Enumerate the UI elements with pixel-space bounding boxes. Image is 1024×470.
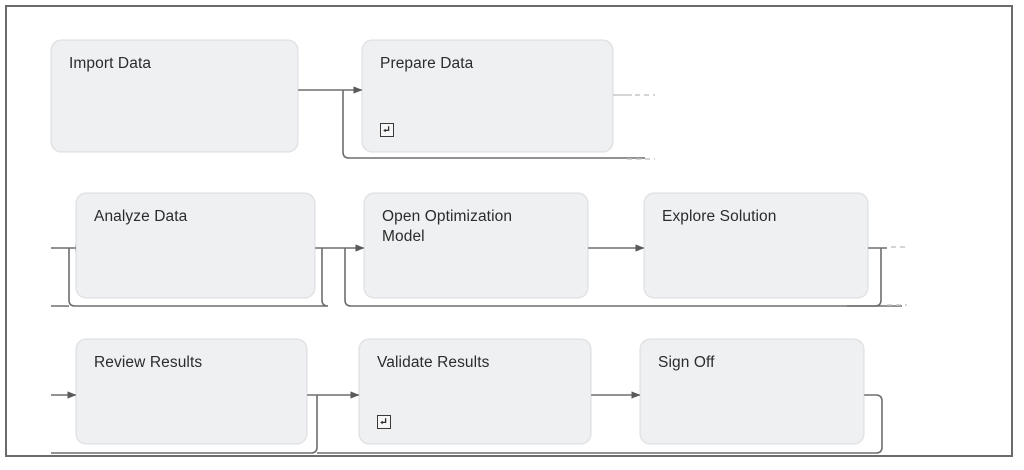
- connector-row2-left-return: [51, 248, 75, 306]
- node-label-open-optimization-model: Open Optimization Model: [382, 208, 513, 245]
- node-explore-solution[interactable]: Explore Solution: [644, 193, 868, 298]
- node-open-optimization-model[interactable]: Open Optimization Model: [364, 193, 588, 298]
- node-analyze-data[interactable]: Analyze Data: [76, 193, 315, 298]
- node-label-validate-results: Validate Results: [377, 354, 490, 371]
- node-prepare-data[interactable]: Prepare Data: [362, 40, 613, 152]
- node-label-prepare-data: Prepare Data: [380, 55, 474, 72]
- subprocess-icon[interactable]: [380, 123, 394, 137]
- diagram-canvas[interactable]: Import Data Prepare Data Analyze Data Op…: [7, 7, 1015, 459]
- node-import-data[interactable]: Import Data: [51, 40, 298, 152]
- node-label-import-data: Import Data: [69, 55, 152, 72]
- node-label-review-results: Review Results: [94, 354, 203, 371]
- node-validate-results[interactable]: Validate Results: [359, 339, 591, 444]
- node-label-sign-off: Sign Off: [658, 354, 715, 371]
- node-label-analyze-data: Analyze Data: [94, 208, 188, 225]
- diagram-frame: Import Data Prepare Data Analyze Data Op…: [5, 5, 1013, 457]
- node-label-explore-solution: Explore Solution: [662, 208, 777, 225]
- subprocess-icon[interactable]: [377, 415, 391, 429]
- node-review-results[interactable]: Review Results: [76, 339, 307, 444]
- node-sign-off[interactable]: Sign Off: [640, 339, 864, 444]
